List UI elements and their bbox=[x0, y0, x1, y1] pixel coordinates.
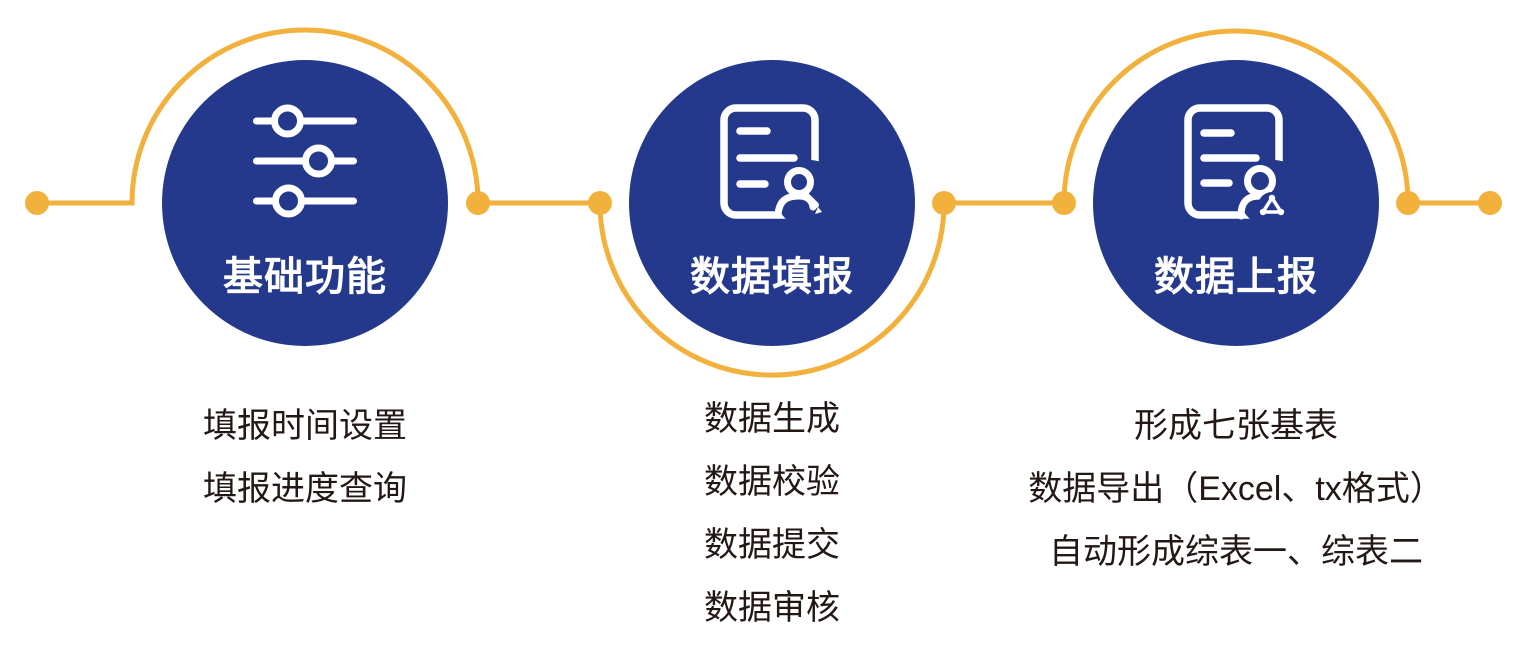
connector-dot bbox=[466, 191, 490, 215]
list-item: 形成七张基表 bbox=[1134, 407, 1338, 445]
list-item: 自动形成综表一、综表二 bbox=[1049, 533, 1423, 571]
connector-dot bbox=[588, 191, 612, 215]
feature-list-basic-functions: 填报时间设置 填报进度查询 bbox=[45, 395, 565, 521]
connector-dots bbox=[25, 191, 1502, 215]
node-label: 数据填报 bbox=[690, 255, 854, 299]
list-item: 数据导出（Excel、tx格式） bbox=[1028, 470, 1444, 508]
list-item: 数据校验 bbox=[704, 463, 840, 501]
connector-dot bbox=[1478, 191, 1502, 215]
node-basic-functions: 基础功能 bbox=[162, 60, 448, 346]
connector-path bbox=[37, 27, 1490, 378]
connector-dot bbox=[1052, 191, 1076, 215]
node-data-filling: 数据填报 bbox=[629, 60, 915, 346]
document-person-share-icon bbox=[1183, 104, 1307, 228]
node-label: 数据上报 bbox=[1154, 255, 1318, 299]
list-item: 填报时间设置 bbox=[203, 407, 407, 445]
list-item: 数据提交 bbox=[704, 526, 840, 564]
list-item: 填报进度查询 bbox=[203, 470, 407, 508]
connector-dot bbox=[25, 191, 49, 215]
list-item: 数据生成 bbox=[704, 400, 840, 438]
connector-dot bbox=[932, 191, 956, 215]
node-label: 基础功能 bbox=[223, 255, 387, 299]
feature-list-data-filling: 数据生成 数据校验 数据提交 数据审核 bbox=[512, 388, 1032, 640]
feature-list-data-reporting: 形成七张基表 数据导出（Excel、tx格式） 自动形成综表一、综表二 bbox=[976, 395, 1496, 584]
node-data-reporting: 数据上报 bbox=[1093, 60, 1379, 346]
document-edit-icon bbox=[719, 104, 843, 228]
connector-dot bbox=[1396, 191, 1420, 215]
list-item: 数据审核 bbox=[704, 589, 840, 627]
sliders-icon bbox=[253, 104, 358, 218]
